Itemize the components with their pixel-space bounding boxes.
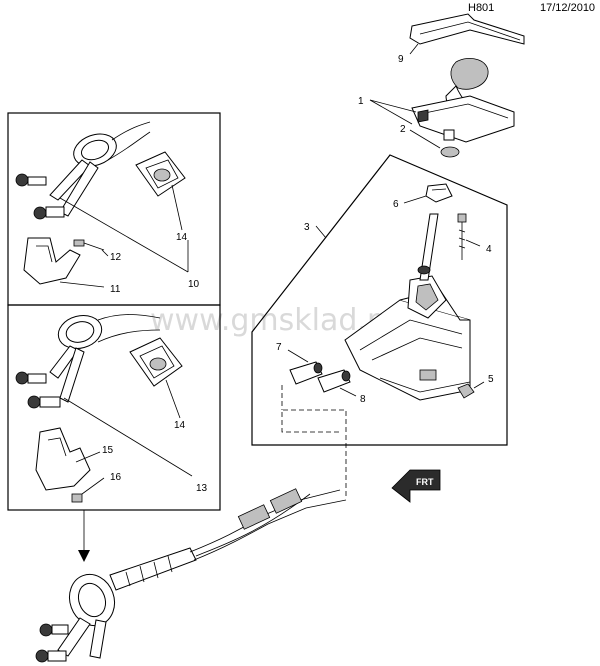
bracket-15 <box>35 427 91 491</box>
cable-end-lower <box>15 314 161 409</box>
callout-12: 12 <box>110 252 122 263</box>
grommet-upper <box>135 151 186 197</box>
cable-connector-8 <box>317 369 351 393</box>
bolt-12 <box>73 239 105 251</box>
callout-3: 3 <box>304 222 310 233</box>
cable-connector-7 <box>289 361 323 385</box>
shift-cable-assembly <box>35 488 347 663</box>
callout-14-lower: 14 <box>174 420 186 431</box>
retainer-2 <box>440 129 460 158</box>
shift-knob-boot <box>411 58 515 143</box>
callout-13: 13 <box>196 483 208 494</box>
dashed-guide <box>281 409 347 496</box>
direction-arrow <box>78 510 90 562</box>
callout-5: 5 <box>488 374 494 385</box>
grommet-lower <box>129 337 183 387</box>
clip-6 <box>425 183 453 203</box>
callout-2: 2 <box>400 124 406 135</box>
callout-8: 8 <box>360 394 366 405</box>
callout-15: 15 <box>102 445 114 456</box>
detail-box-lower <box>7 304 221 511</box>
frt-label: FRT <box>416 477 434 487</box>
callout-7: 7 <box>276 342 282 353</box>
callout-11: 11 <box>110 284 121 295</box>
diagram-code: H801 <box>468 2 495 14</box>
front-direction-indicator: FRT <box>391 469 441 503</box>
callout-16: 16 <box>110 472 122 483</box>
bolt-16 <box>71 493 83 503</box>
callout-6: 6 <box>393 199 399 210</box>
callout-10: 10 <box>188 279 200 290</box>
callout-1: 1 <box>358 96 364 107</box>
shifter-base <box>344 275 471 401</box>
nut-5 <box>457 383 475 399</box>
shifter-assembly-frame <box>251 154 508 446</box>
trim-ring-9 <box>409 13 525 45</box>
callout-4: 4 <box>486 244 492 255</box>
bracket-11 <box>23 237 81 285</box>
diagram-date: 17/12/2010 <box>540 2 596 14</box>
callout-9: 9 <box>398 54 404 65</box>
cable-end-upper <box>15 121 151 220</box>
bolt-4 <box>457 213 467 260</box>
shift-lever <box>417 213 439 281</box>
callout-14-upper: 14 <box>176 232 188 243</box>
